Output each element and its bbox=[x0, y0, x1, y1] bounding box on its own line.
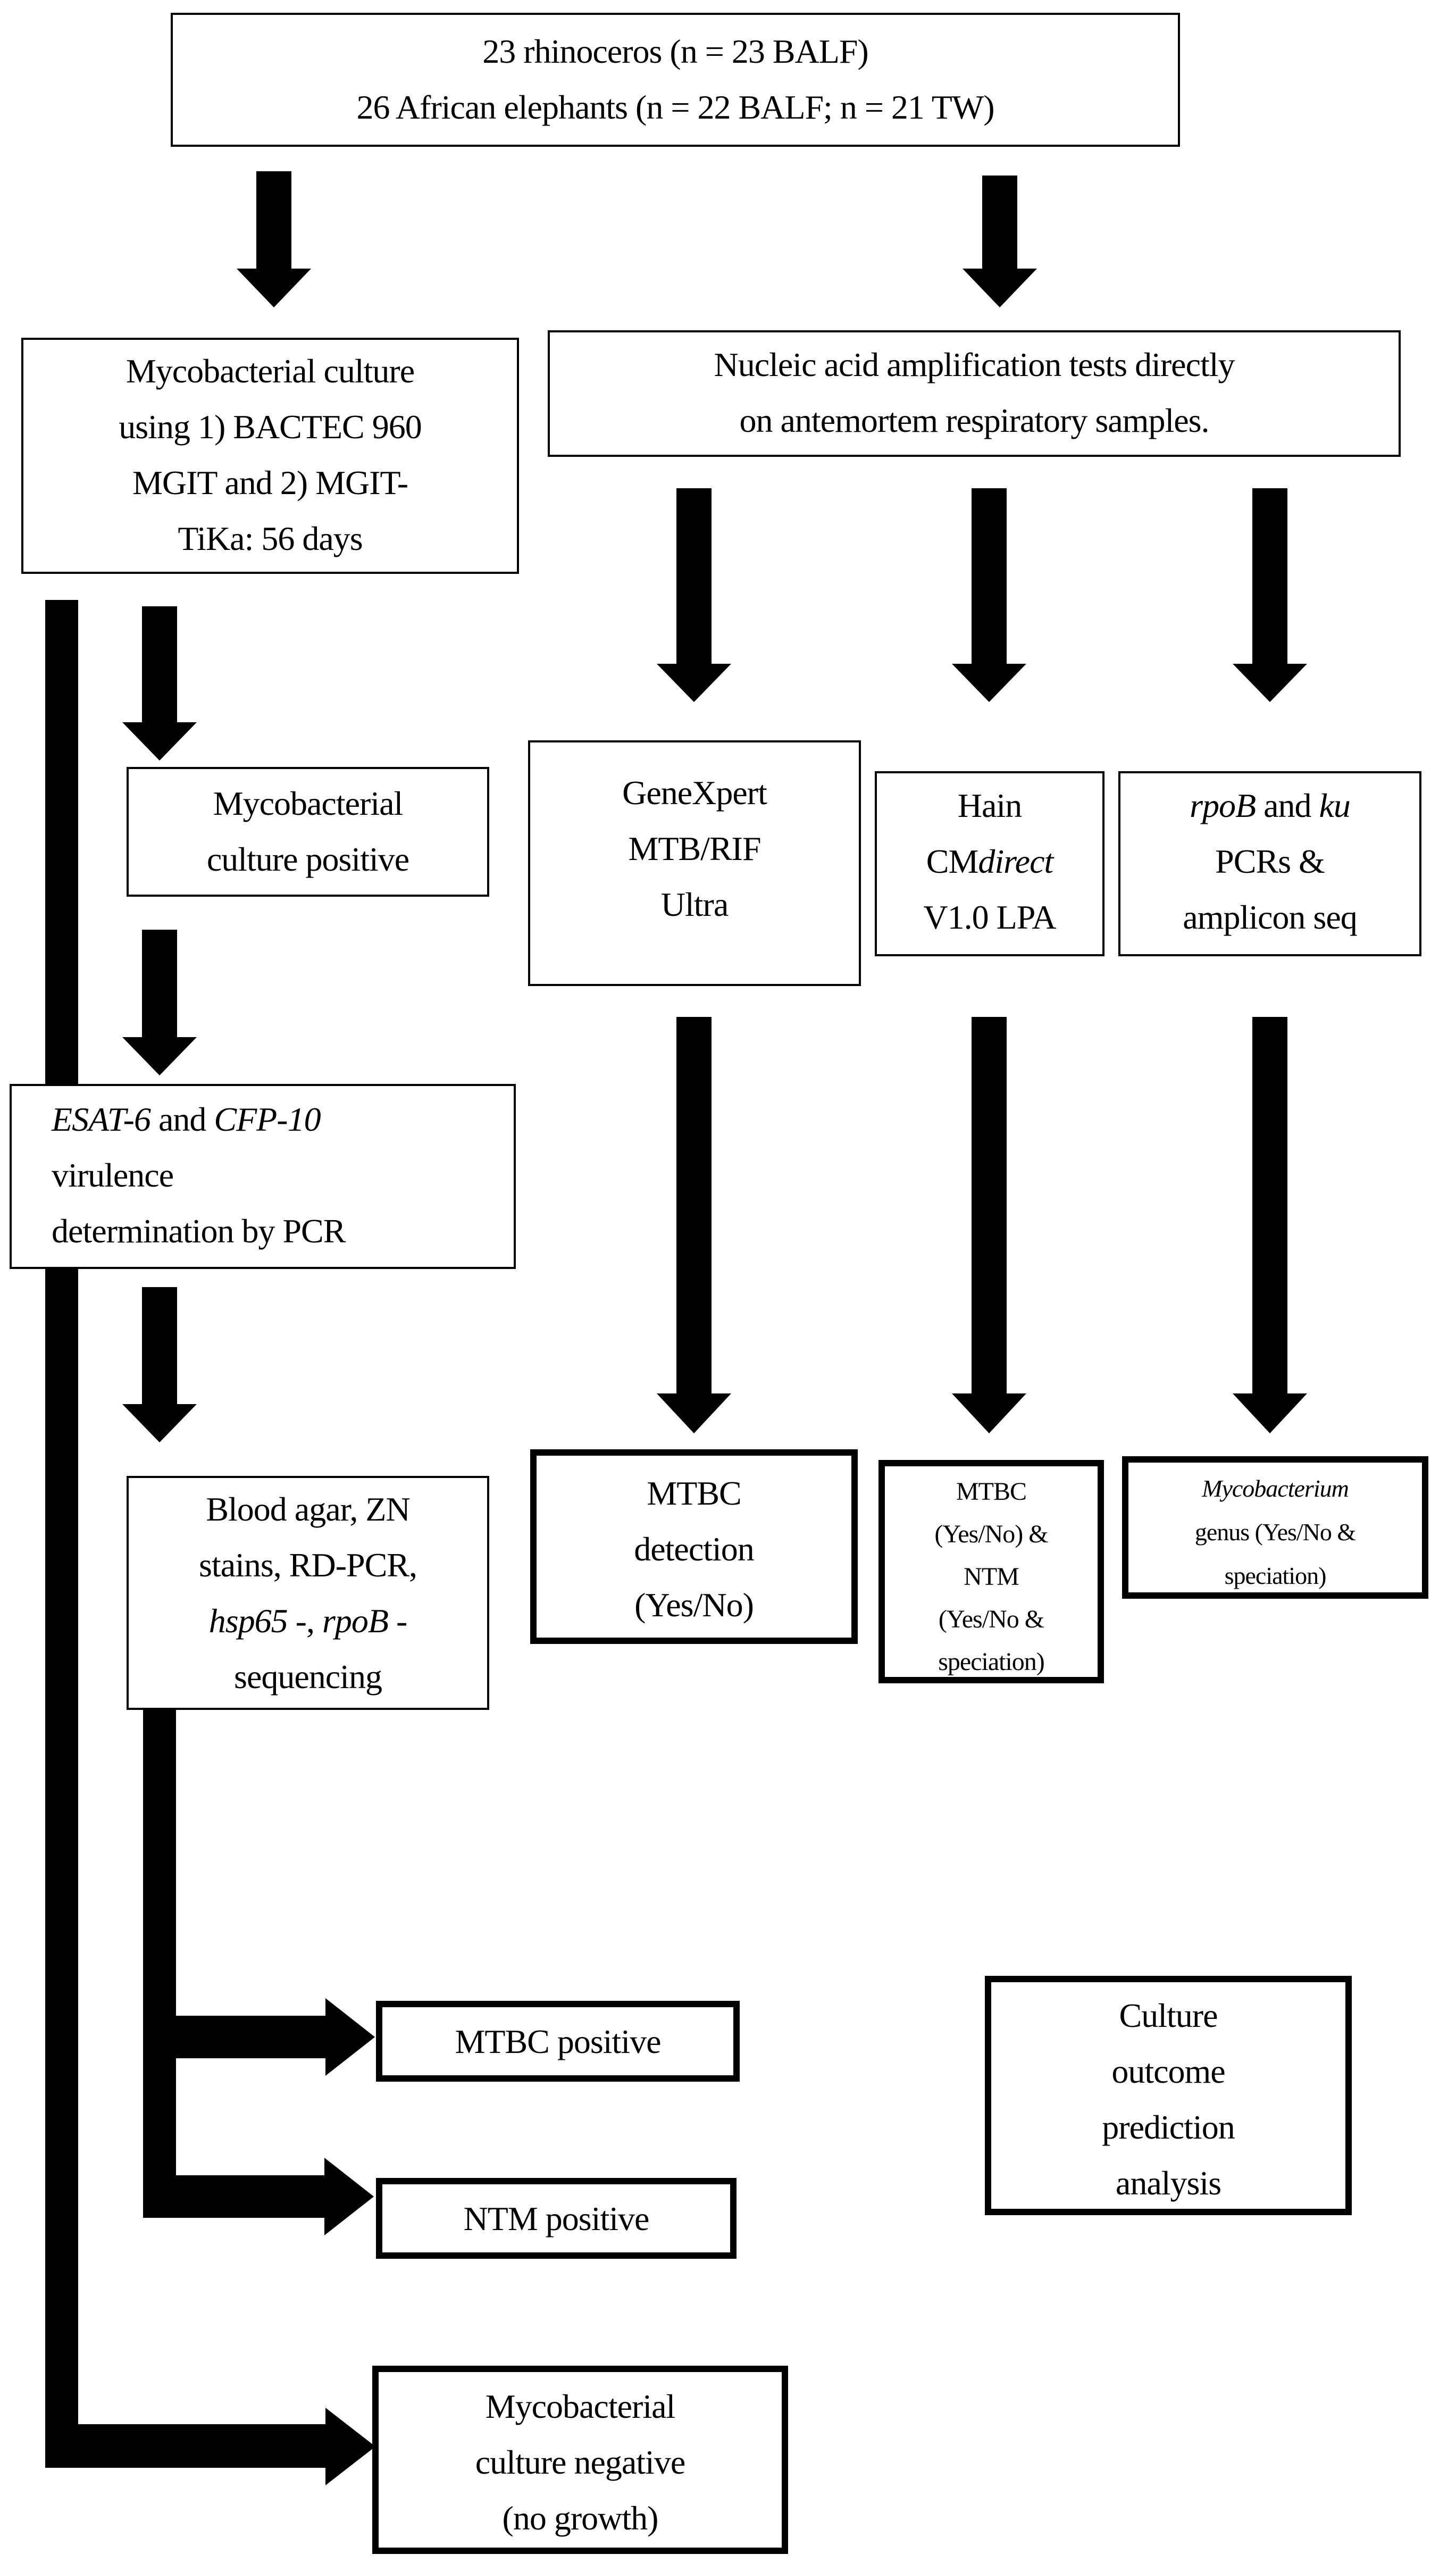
arrow-down-esat-to-blood-agar-icon bbox=[122, 1287, 197, 1442]
ntm-positive-box: NTM positive bbox=[376, 2178, 737, 2259]
arrow-right-to-mtbc-positive-icon bbox=[143, 1998, 375, 2076]
mtbc-ntm-speciation-box: MTBC(Yes/No) &NTM(Yes/No &speciation) bbox=[878, 1460, 1104, 1683]
arrow-down-naat-to-hain-icon bbox=[952, 488, 1026, 702]
arrow-down-cohort-to-naat-icon bbox=[963, 176, 1037, 307]
arrow-down-hain-to-mtbc-ntm-icon bbox=[952, 1017, 1026, 1433]
arrow-right-to-culture-negative-icon bbox=[45, 2408, 375, 2485]
cohort-box: 23 rhinoceros (n = 23 BALF)26 African el… bbox=[171, 13, 1180, 147]
arrow-down-rpob-to-genus-icon bbox=[1233, 1017, 1307, 1433]
arrow-down-naat-to-rpob-icon bbox=[1233, 488, 1307, 702]
arrow-down-culture-to-positive-icon bbox=[122, 606, 197, 761]
arrow-down-positive-to-esat-icon bbox=[122, 930, 197, 1075]
arrow-right-to-ntm-positive-icon bbox=[143, 2158, 374, 2235]
naat-box: Nucleic acid amplification tests directl… bbox=[548, 330, 1401, 457]
arrow-down-naat-to-genexpert-icon bbox=[657, 488, 731, 702]
mtbc-positive-box: MTBC positive bbox=[376, 2001, 740, 2082]
arrow-down-genexpert-to-mtbc-detection-icon bbox=[657, 1017, 731, 1433]
connector-culture-negative-line bbox=[45, 600, 78, 2468]
arrow-down-cohort-to-culture-icon bbox=[237, 171, 311, 307]
connector-blood-agar-line bbox=[143, 1709, 176, 2218]
